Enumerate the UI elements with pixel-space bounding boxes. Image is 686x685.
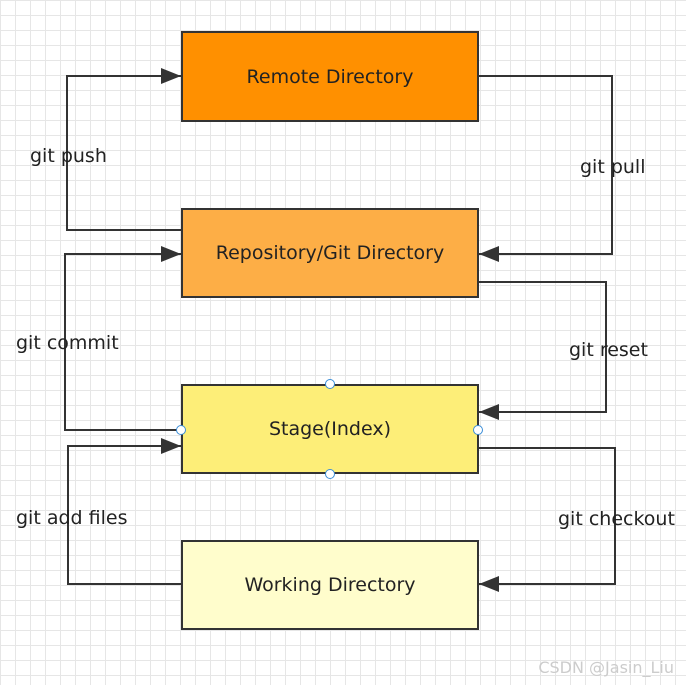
edge-git-pull[interactable]	[479, 75, 613, 262]
node-working-directory-label: Working Directory	[244, 574, 416, 596]
watermark: CSDN @Jasin_Liu	[538, 658, 674, 677]
stage-right-handle[interactable]	[473, 425, 483, 435]
stage-bottom-handle[interactable]	[325, 469, 335, 479]
edge-git-reset[interactable]	[479, 281, 607, 420]
stage-top-handle[interactable]	[325, 379, 335, 389]
node-repository-label: Repository/Git Directory	[215, 242, 445, 264]
node-remote-directory-label: Remote Directory	[246, 65, 414, 88]
label-git-pull: git pull	[580, 156, 646, 178]
label-git-checkout: git checkout	[558, 508, 675, 530]
edge-git-checkout[interactable]	[479, 447, 616, 592]
node-remote-directory[interactable]: Remote Directory	[181, 31, 479, 122]
edge-git-push[interactable]	[66, 68, 181, 231]
node-repository[interactable]: Repository/Git Directory	[181, 208, 479, 298]
node-working-directory[interactable]: Working Directory	[181, 540, 479, 630]
label-git-commit: git commit	[16, 332, 119, 354]
edge-git-add-files[interactable]	[67, 438, 181, 585]
label-git-add-files: git add files	[16, 507, 128, 529]
label-git-push: git push	[30, 145, 107, 167]
node-stage[interactable]: Stage(Index)	[181, 384, 479, 474]
stage-left-handle[interactable]	[176, 425, 186, 435]
node-stage-label: Stage(Index)	[268, 418, 392, 440]
label-git-reset: git reset	[569, 339, 648, 361]
edge-git-commit[interactable]	[64, 246, 181, 431]
